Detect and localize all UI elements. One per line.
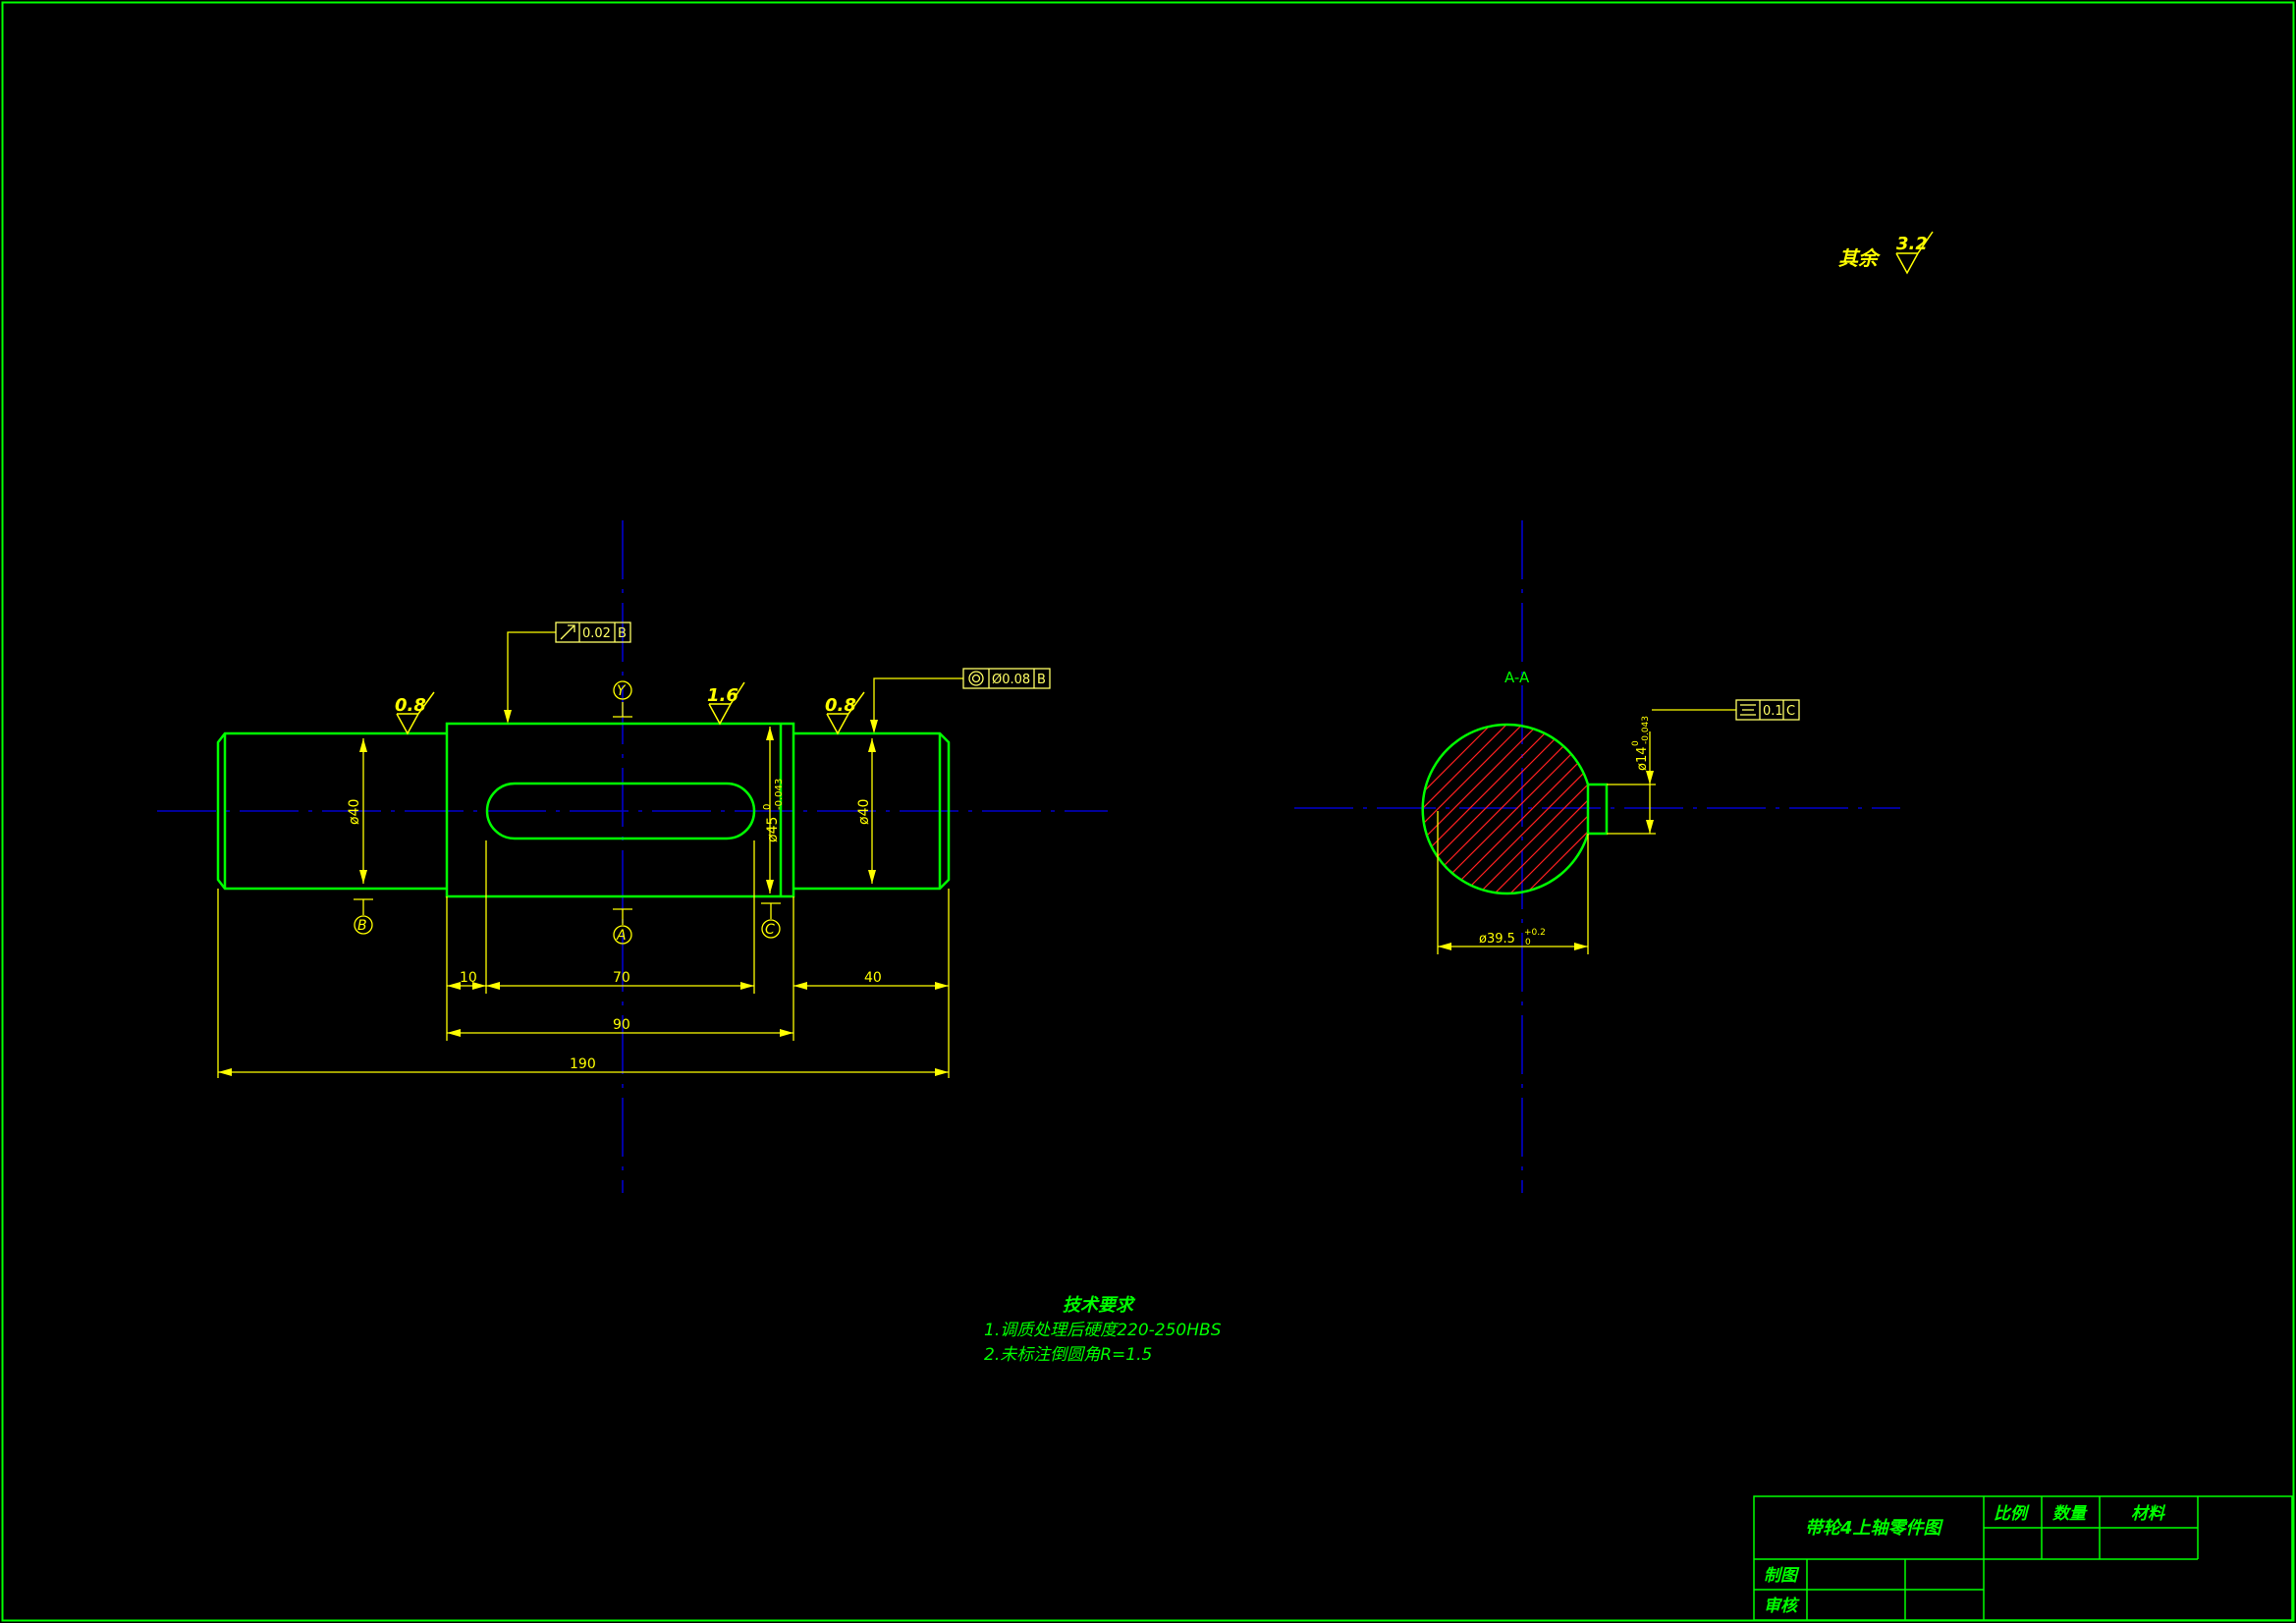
- depth-lower: 0: [1525, 938, 1531, 947]
- finish-keyway-value: 1.6: [707, 685, 738, 706]
- dim-len-90: 90: [613, 1017, 630, 1033]
- depth-upper: +0.2: [1524, 928, 1546, 938]
- symmetry-tolerance: [1652, 699, 1800, 721]
- dim-right-dia: ø40: [856, 799, 872, 825]
- shaft-outline: [216, 722, 951, 898]
- depth-value: ø39.5: [1479, 932, 1515, 947]
- depth-arrows: [1438, 943, 1588, 950]
- main-view: ø40 ø45 0 -0.043 ø40 10 70 40 90 190 0.8…: [157, 520, 1108, 1193]
- drawn-by-label: 制图: [1764, 1566, 1800, 1586]
- depth-dimension: [1437, 811, 1589, 954]
- coaxiality-tolerance: [870, 668, 1051, 733]
- drawing-name: 带轮4上轴零件图: [1805, 1518, 1944, 1539]
- section-outline: [1421, 723, 1609, 895]
- symmetry-datum: C: [1786, 704, 1795, 719]
- datum-y-marker: [613, 680, 632, 718]
- runout-tolerance: [504, 622, 631, 724]
- runout-value: 0.02: [582, 626, 611, 641]
- datum-b-marker: [354, 898, 373, 935]
- title-block: [1753, 1495, 2293, 1621]
- datum-a-label: A: [616, 928, 627, 944]
- dim-mid-dia-upper: 0: [762, 804, 773, 810]
- surface-finish-left-icon: [396, 691, 435, 735]
- finish-right-value: 0.8: [825, 695, 856, 716]
- surface-finish-keyway-icon: [708, 681, 745, 726]
- key-width-upper: 0: [1631, 740, 1641, 746]
- coaxiality-value: Ø0.08: [992, 673, 1030, 687]
- runout-arrow-icon: [560, 624, 575, 640]
- coaxiality-datum: B: [1037, 673, 1046, 687]
- key-width-arrows: [1646, 771, 1654, 834]
- notes-title: 技术要求: [1063, 1295, 1136, 1316]
- rest-finish-icon: [1895, 231, 1934, 275]
- scale-header: 比例: [1994, 1504, 2030, 1524]
- datum-a-marker: [613, 908, 632, 945]
- dim-len-40: 40: [864, 970, 882, 986]
- notes-line-2: 2.未标注倒圆角R=1.5: [984, 1345, 1152, 1365]
- qty-header: 数量: [2052, 1504, 2088, 1524]
- finish-left-value: 0.8: [395, 695, 426, 716]
- symmetry-icon: [1740, 704, 1756, 716]
- concentric-circle-icon: [968, 671, 984, 686]
- section-center-lines: [1294, 520, 1900, 1193]
- datum-b-label: B: [357, 918, 367, 934]
- section-hatch: [1422, 725, 1588, 894]
- dim-mid-dia-lower: -0.043: [774, 779, 785, 810]
- datum-y-label: Y: [617, 683, 627, 699]
- material-header: 材料: [2131, 1504, 2166, 1524]
- runout-datum: B: [618, 626, 627, 641]
- symmetry-value: 0.1: [1763, 704, 1783, 719]
- section-label: A-A: [1504, 669, 1530, 686]
- key-width-value: ø14: [1635, 747, 1650, 772]
- dim-len-10: 10: [460, 970, 477, 986]
- notes-line-1: 1.调质处理后硬度220-250HBS: [984, 1321, 1222, 1340]
- datum-c-label: C: [765, 922, 775, 938]
- datum-c-marker: [761, 902, 781, 939]
- dim-left-dia: ø40: [347, 799, 362, 825]
- section-view: A-A: [1294, 520, 1900, 1193]
- rest-finish-label: 其余: [1838, 246, 1881, 270]
- key-width-lower: -0.043: [1641, 716, 1651, 744]
- center-lines: [157, 520, 1108, 1193]
- rest-finish-value: 3.2: [1896, 234, 1928, 254]
- dim-mid-dia: ø45: [765, 817, 781, 842]
- reviewed-by-label: 审核: [1764, 1596, 1800, 1616]
- surface-finish-right-icon: [826, 691, 865, 735]
- dimension-arrows: [218, 727, 949, 1076]
- dim-len-190: 190: [570, 1056, 596, 1072]
- keyway-slot: [485, 782, 756, 840]
- dimension-lines: [217, 727, 950, 1078]
- dim-len-70: 70: [613, 970, 630, 986]
